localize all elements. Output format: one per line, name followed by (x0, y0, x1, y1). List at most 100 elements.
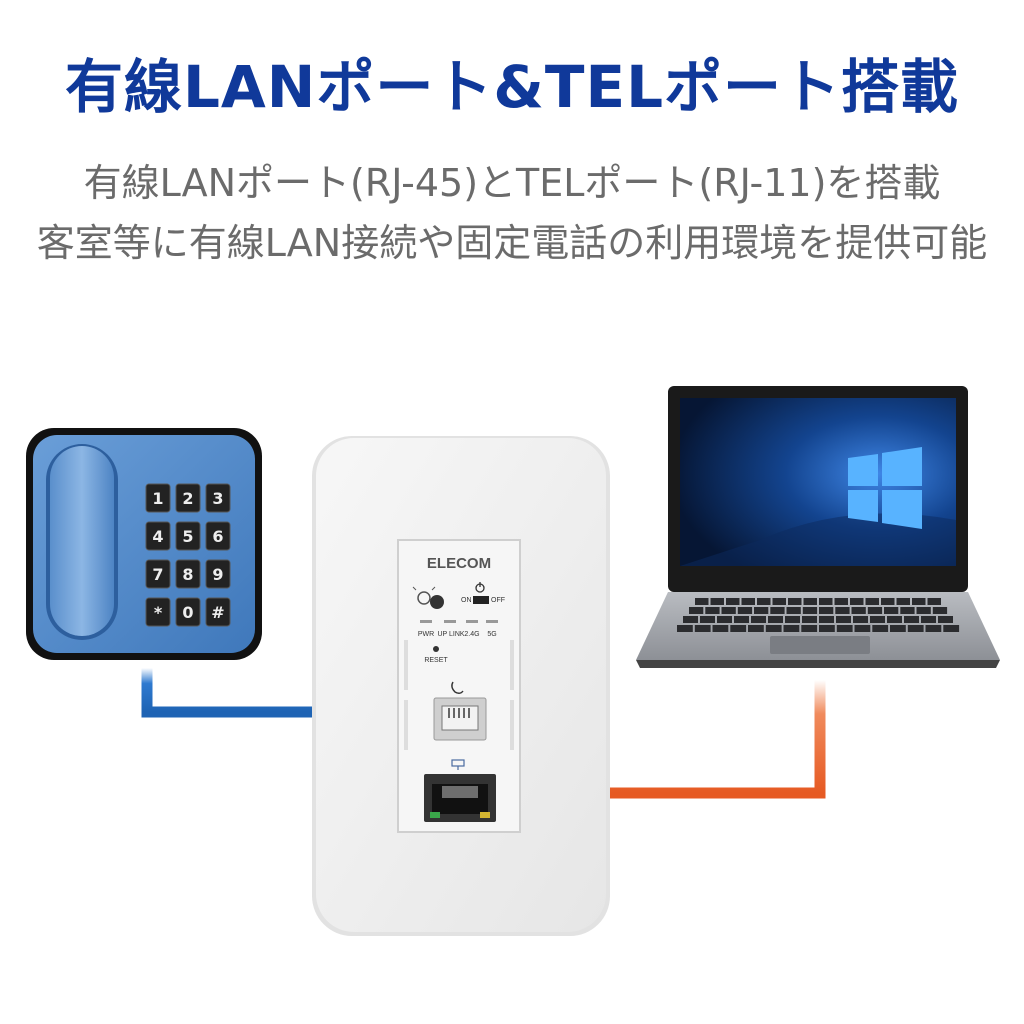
keyboard-key[interactable] (768, 616, 783, 623)
keypad-key[interactable]: 7 (145, 559, 171, 589)
led-5g (486, 620, 498, 623)
keyboard-key[interactable] (819, 607, 834, 614)
keyboard-key[interactable] (850, 598, 864, 605)
keypad-key[interactable]: 5 (175, 521, 201, 551)
keyboard-key[interactable] (912, 598, 926, 605)
keypad-key[interactable]: 1 (145, 483, 171, 513)
keyboard-key[interactable] (819, 598, 833, 605)
keyboard-key[interactable] (683, 616, 698, 623)
keypad-key-label: 1 (152, 489, 163, 508)
keyboard-key[interactable] (803, 598, 818, 605)
keyboard-key[interactable] (757, 598, 771, 605)
keypad-key[interactable]: 3 (205, 483, 231, 513)
keyboard-key[interactable] (721, 607, 736, 614)
lamp-button[interactable] (430, 595, 444, 609)
touchpad[interactable] (770, 636, 870, 654)
keypad-key[interactable]: 6 (205, 521, 231, 551)
keyboard-key[interactable] (710, 598, 725, 605)
keyboard-key[interactable] (765, 625, 782, 632)
keyboard-key[interactable] (788, 598, 802, 605)
led-label-24g: 2.4G (464, 631, 479, 638)
keypad-key[interactable]: * (145, 597, 171, 627)
keyboard-key[interactable] (802, 607, 818, 614)
led-label-pwr: PWR (418, 631, 434, 638)
keyboard-key[interactable] (802, 616, 817, 623)
handset (50, 446, 114, 636)
laptop (636, 386, 1000, 668)
keyboard-key[interactable] (748, 625, 764, 632)
keyboard-key[interactable] (694, 625, 711, 632)
keyboard-key[interactable] (835, 607, 850, 614)
keyboard-key[interactable] (836, 616, 851, 623)
subtitle-line-1: 有線LANポート(RJ-45)とTELポート(RJ-11)を搭載 (83, 161, 941, 205)
keyboard-key[interactable] (705, 607, 720, 614)
keyboard-key[interactable] (836, 625, 853, 632)
led-uplink (444, 620, 456, 623)
keypad-key[interactable]: 8 (175, 559, 201, 589)
keyboard-key[interactable] (884, 607, 899, 614)
keyboard-key[interactable] (904, 616, 919, 623)
keypad-key[interactable]: 2 (175, 483, 201, 513)
switch-on-label: ON (461, 597, 472, 604)
keyboard-key[interactable] (700, 616, 715, 623)
keyboard-key[interactable] (853, 616, 868, 623)
keyboard-key[interactable] (881, 598, 895, 605)
keyboard-key[interactable] (712, 625, 729, 632)
keyboard-key[interactable] (785, 616, 800, 623)
lan-cable (540, 680, 826, 799)
keypad-key-label: 3 (212, 489, 223, 508)
keyboard-key[interactable] (900, 607, 915, 614)
keyboard-key[interactable] (834, 598, 849, 605)
keyboard-key[interactable] (865, 598, 880, 605)
keyboard-key[interactable] (938, 616, 953, 623)
keyboard-key[interactable] (867, 607, 883, 614)
keypad-key[interactable]: 9 (205, 559, 231, 589)
keyboard-key[interactable] (927, 598, 942, 605)
keyboard-key[interactable] (907, 625, 924, 632)
keyboard-key[interactable] (896, 598, 911, 605)
keyboard-key[interactable] (751, 616, 766, 623)
reset-button[interactable] (433, 646, 439, 652)
keyboard-key[interactable] (734, 616, 749, 623)
keyboard-key[interactable] (754, 607, 769, 614)
keyboard-key[interactable] (689, 607, 704, 614)
keyboard-key[interactable] (870, 616, 885, 623)
keypad-key-label: 4 (152, 527, 163, 546)
keyboard-key[interactable] (854, 625, 871, 632)
keyboard-key[interactable] (786, 607, 801, 614)
keyboard-key[interactable] (801, 625, 818, 632)
keyboard-key[interactable] (887, 616, 902, 623)
keyboard-key[interactable] (772, 598, 787, 605)
keyboard-key[interactable] (695, 598, 709, 605)
keyboard-key[interactable] (677, 625, 693, 632)
keypad-key[interactable]: 0 (175, 597, 201, 627)
keyboard-key[interactable] (819, 625, 835, 632)
keyboard-key[interactable] (717, 616, 732, 623)
keyboard-key[interactable] (770, 607, 785, 614)
reset-label: RESET (424, 657, 448, 664)
power-switch[interactable] (473, 596, 489, 604)
keyboard-key[interactable] (872, 625, 889, 632)
keyboard-key[interactable] (783, 625, 800, 632)
keypad-key[interactable]: 4 (145, 521, 171, 551)
led-label-5g: 5G (487, 631, 496, 638)
keyboard-key[interactable] (921, 616, 936, 623)
keypad-key-label: 0 (182, 603, 193, 622)
keyboard-key[interactable] (943, 625, 960, 632)
keyboard-key[interactable] (932, 607, 948, 614)
keyboard-key[interactable] (890, 625, 906, 632)
laptop-keyboard (677, 598, 960, 632)
keyboard-key[interactable] (916, 607, 931, 614)
keyboard-key[interactable] (730, 625, 747, 632)
keyboard-key[interactable] (851, 607, 866, 614)
keyboard-key[interactable] (819, 616, 834, 623)
keyboard-key[interactable] (925, 625, 942, 632)
keyboard-key[interactable] (726, 598, 740, 605)
windows-logo-icon (848, 447, 922, 529)
keypad-key[interactable]: # (205, 597, 231, 627)
keyboard-key[interactable] (737, 607, 753, 614)
headline: 有線LANポート&TELポート搭載 (64, 53, 960, 121)
keyboard-key[interactable] (741, 598, 756, 605)
led-24g (466, 620, 478, 623)
